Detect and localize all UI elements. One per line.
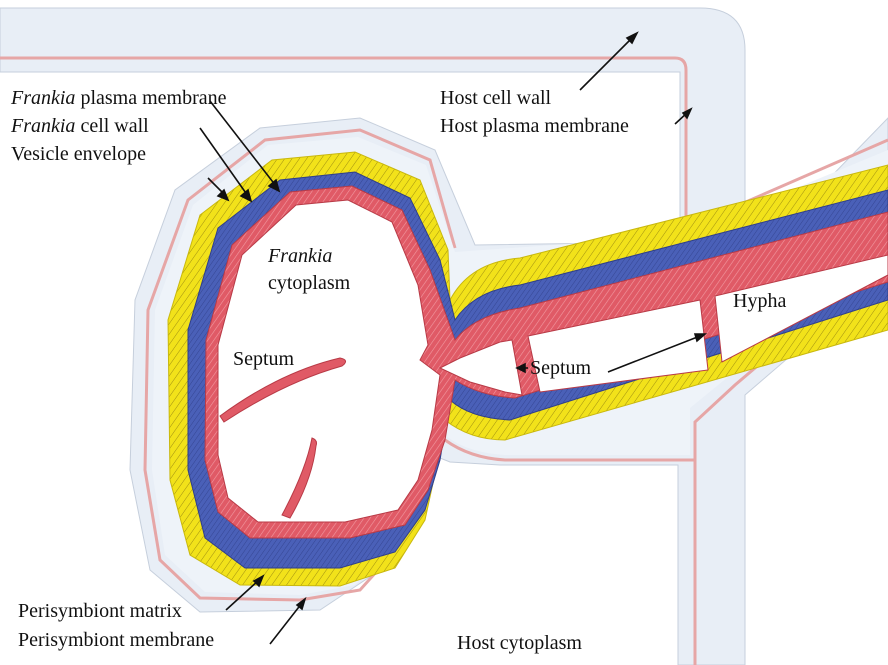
frankia-cytoplasm-label-italic: Frankia xyxy=(268,245,332,267)
frankia-plasma-membrane-label: Frankia plasma membrane xyxy=(11,87,227,109)
frankia-cytoplasm-label-rest: cytoplasm xyxy=(268,272,350,294)
host-cell-wall-label: Host cell wall xyxy=(440,87,551,109)
frankia-plasma-membrane-label-italic: Frankia xyxy=(11,87,75,109)
hypha-label: Hypha xyxy=(733,290,786,312)
host-cytoplasm-label: Host cytoplasm xyxy=(457,632,582,654)
septum-left-label: Septum xyxy=(233,348,294,370)
perisymbiont-membrane-label: Perisymbiont membrane xyxy=(18,629,214,651)
frankia-cell-wall-label-italic: Frankia xyxy=(11,115,75,137)
frankia-cell-wall-label-rest: cell wall xyxy=(75,115,148,137)
vesicle-envelope-label: Vesicle envelope xyxy=(11,143,146,165)
host-plasma-membrane-label: Host plasma membrane xyxy=(440,115,629,137)
septum-right-label: Septum xyxy=(530,357,591,379)
frankia-plasma-membrane-label-rest: plasma membrane xyxy=(75,87,226,109)
frankia-cell-wall-label: Frankia cell wall xyxy=(11,115,149,137)
perisymbiont-matrix-label: Perisymbiont matrix xyxy=(18,600,182,622)
